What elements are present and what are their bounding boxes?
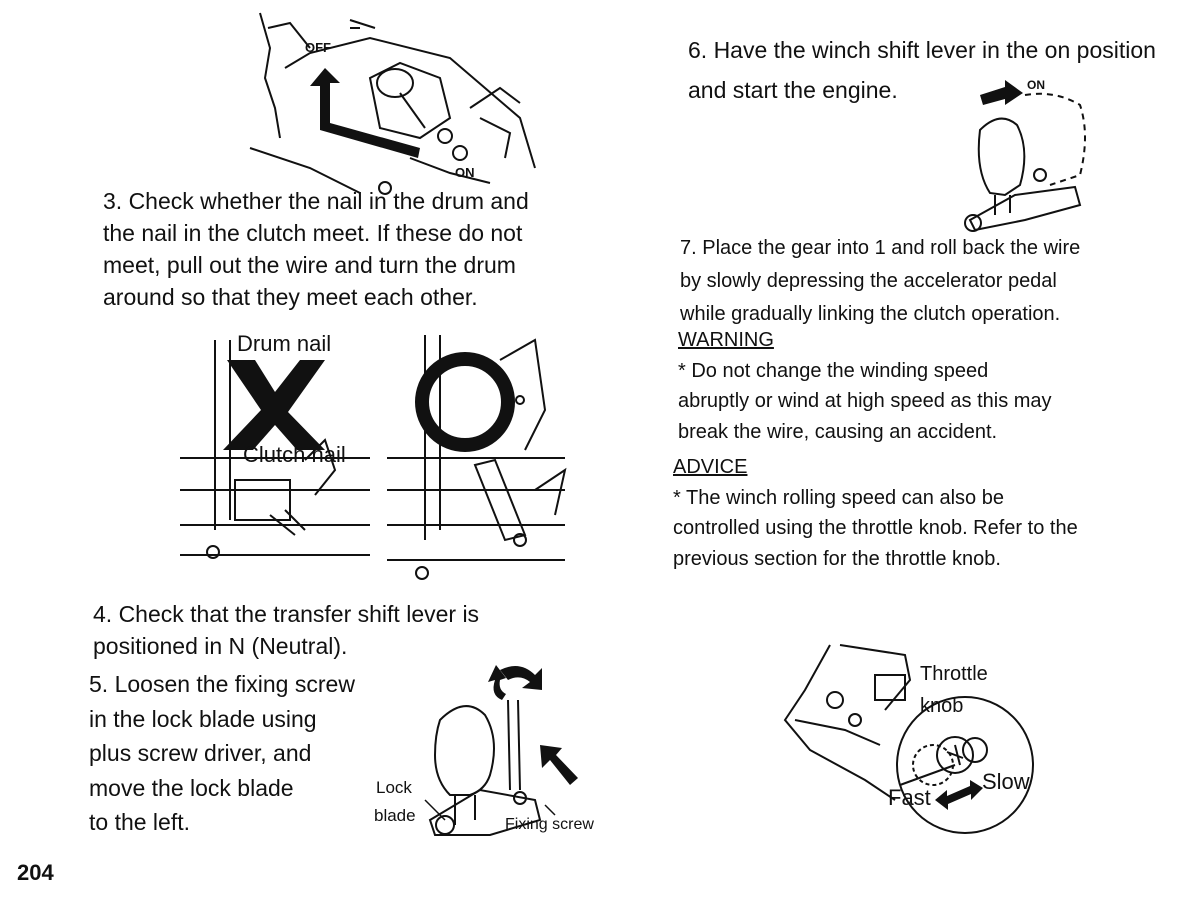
step5-line: in the lock blade using xyxy=(89,705,317,732)
nails-illustration: Drum nail Clutch nail xyxy=(175,330,575,580)
warning-line: * Do not change the winding speed xyxy=(678,359,989,382)
step4-text: 4. Check that the transfer shift lever i… xyxy=(93,598,573,662)
step6-line: 6. Have the winch shift lever in the on … xyxy=(688,37,1156,63)
step4-line: 4. Check that the transfer shift lever i… xyxy=(93,601,480,627)
warning-line: break the wire, causing an accident. xyxy=(678,420,998,443)
step3-line: around so that they meet each other. xyxy=(103,284,478,310)
fixing-screw-label: Fixing screw xyxy=(505,816,594,833)
blade-label: blade xyxy=(374,806,416,825)
shift-lever-on-illustration: ON xyxy=(955,75,1095,240)
step3-text: 3. Check whether the nail in the drum an… xyxy=(103,185,603,313)
throttle-label: Throttle xyxy=(920,663,988,685)
step6-text: 6. Have the winch shift lever in the on … xyxy=(688,30,1188,110)
winch-lever-illustration: OFF ON xyxy=(250,8,550,198)
winch-lever-drawing xyxy=(250,8,550,198)
lock-blade-drawing xyxy=(370,665,578,845)
throttle-knob-drawing xyxy=(785,640,1045,835)
lock-label: Lock xyxy=(376,778,412,797)
warning-line: abruptly or wind at high speed as this m… xyxy=(678,390,1052,412)
off-label: OFF xyxy=(305,40,331,55)
step5-line: move the lock blade xyxy=(89,774,294,801)
warning-section: WARNING * Do not change the winding spee… xyxy=(678,325,1168,447)
advice-section: ADVICE * The winch rolling speed can als… xyxy=(673,452,1173,574)
clutch-nail-label: Clutch nail xyxy=(243,442,346,467)
step4-line: positioned in N (Neutral). xyxy=(93,633,348,659)
step5-line: plus screw driver, and xyxy=(89,740,312,766)
page-number: 204 xyxy=(17,860,54,885)
warning-heading: WARNING xyxy=(678,329,774,351)
step7-line: while gradually linking the clutch opera… xyxy=(680,303,1061,325)
fast-label: Fast xyxy=(888,785,931,810)
on-label: ON xyxy=(455,165,475,180)
throttle-knob-illustration: Throttle knob Fast Slow xyxy=(785,640,1045,835)
lock-blade-illustration: Lock blade Fixing screw xyxy=(370,660,630,845)
step5-text: 5. Loosen the fixing screw in the lock b… xyxy=(89,667,429,840)
step6-line: and start the engine. xyxy=(688,77,898,103)
drum-nail-label: Drum nail xyxy=(237,331,332,356)
step3-line: meet, pull out the wire and turn the dru… xyxy=(103,252,516,278)
step5-line: to the left. xyxy=(89,809,191,835)
slow-label: Slow xyxy=(982,769,1030,794)
shift-lever-drawing xyxy=(955,80,1095,240)
advice-line: previous section for the throttle knob. xyxy=(673,547,1001,570)
step5-line: 5. Loosen the fixing screw xyxy=(89,671,355,697)
step3-line: 3. Check whether the nail in the drum an… xyxy=(103,188,529,214)
advice-line: controlled using the throttle knob. Refe… xyxy=(673,517,1078,539)
step3-line: the nail in the clutch meet. If these do… xyxy=(103,220,523,246)
nails-drawing xyxy=(175,330,575,580)
step7-line: by slowly depressing the accelerator ped… xyxy=(680,270,1057,292)
step7-text: 7. Place the gear into 1 and roll back t… xyxy=(680,232,1170,331)
advice-line: * The winch rolling speed can also be xyxy=(673,486,1004,509)
step7-line: 7. Place the gear into 1 and roll back t… xyxy=(680,237,1081,259)
shift-on-label: ON xyxy=(1027,78,1045,92)
advice-heading: ADVICE xyxy=(673,456,748,478)
knob-label: knob xyxy=(920,695,964,717)
